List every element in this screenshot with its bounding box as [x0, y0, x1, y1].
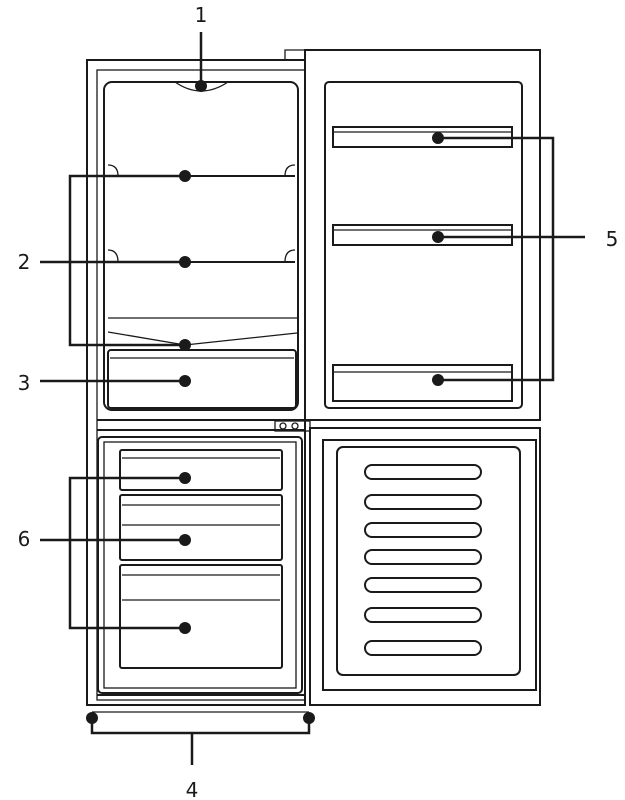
- freezer-drawers: [119, 449, 283, 669]
- freezer-door: [309, 427, 541, 706]
- crisper-drawer: [107, 349, 297, 409]
- feet: [86, 711, 315, 724]
- label-3: 3: [18, 371, 31, 395]
- label-5: 5: [606, 227, 619, 251]
- callout-5: 5: [432, 132, 618, 386]
- callout-2: 2: [18, 170, 191, 351]
- label-6: 6: [18, 527, 31, 551]
- fridge-shelves: [107, 164, 298, 346]
- callout-1: 1: [195, 3, 208, 92]
- fridge-door: [284, 49, 541, 421]
- label-2: 2: [18, 250, 31, 274]
- callout-6: 6: [18, 472, 191, 634]
- callout-4: 4: [90, 718, 311, 800]
- middle-hinge: [274, 420, 311, 432]
- label-1: 1: [195, 3, 208, 27]
- callout-3: 3: [18, 371, 191, 395]
- label-4: 4: [186, 778, 199, 800]
